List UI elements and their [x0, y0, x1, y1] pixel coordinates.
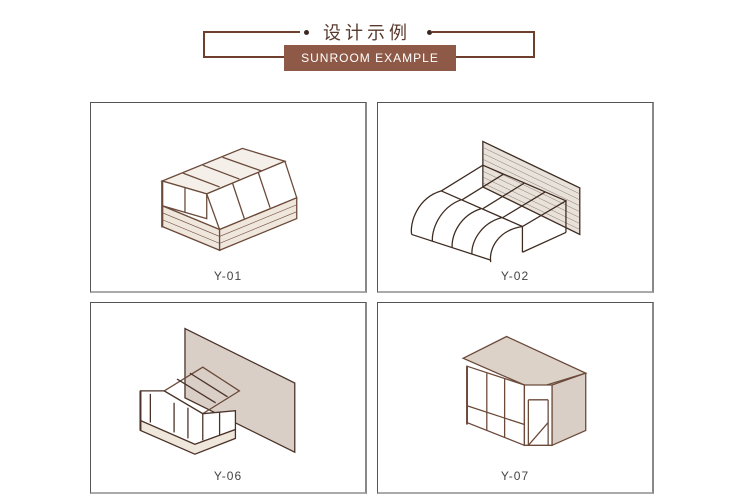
section-title: 设计示例	[323, 23, 411, 44]
dot-icon	[304, 30, 309, 35]
section-subtitle-badge: SUNROOM EXAMPLE	[284, 45, 456, 71]
sunroom-curved-roof-wall-drawing	[410, 140, 581, 263]
example-code-label: Y-07	[500, 469, 530, 483]
example-card-y07[interactable]: Y-07	[377, 302, 654, 494]
example-card-y02[interactable]: Y-02	[377, 102, 654, 293]
example-code-label: Y-02	[500, 269, 530, 283]
example-card-y06[interactable]: Y-06	[90, 302, 367, 494]
section-header: 设计示例 SUNROOM EXAMPLE	[0, 0, 730, 90]
title-background	[300, 22, 432, 42]
sunroom-bay-front-drawing	[461, 335, 588, 447]
example-card-y01[interactable]: Y-01	[90, 102, 367, 293]
example-code-label: Y-06	[213, 469, 243, 483]
dot-icon	[427, 30, 432, 35]
sunroom-gable-wall-drawing	[139, 327, 296, 455]
header-bracket-line-left	[203, 56, 285, 58]
header-bracket-line-right	[456, 56, 535, 58]
sunroom-lean-to-brick-base-drawing	[160, 147, 298, 252]
example-code-label: Y-01	[213, 269, 243, 283]
